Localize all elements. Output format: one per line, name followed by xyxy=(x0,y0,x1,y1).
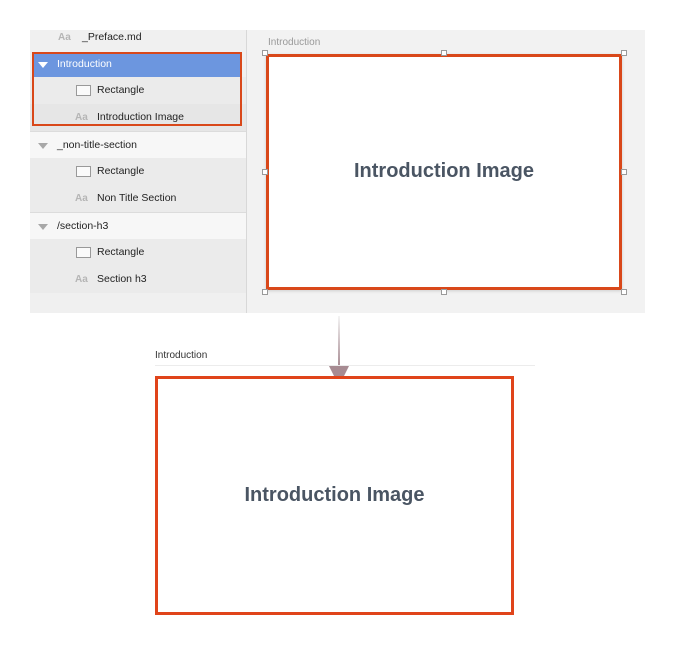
artboard-introduction[interactable]: Introduction Image xyxy=(266,54,622,290)
preview-title-text: Introduction Image xyxy=(244,484,425,506)
layer-label: Introduction Image xyxy=(97,111,184,123)
artboard-label[interactable]: Introduction xyxy=(268,37,321,48)
resize-handle-top-left[interactable] xyxy=(262,50,268,56)
rectangle-icon xyxy=(76,166,91,177)
text-layer-icon: Aa xyxy=(75,193,88,204)
layer-group-section-h3[interactable]: /section-h3 xyxy=(30,212,246,240)
layers-sidebar: Aa _Preface.md Introduction Rectangle Aa… xyxy=(30,30,247,313)
layer-non-title-rectangle[interactable]: Rectangle xyxy=(30,158,246,185)
disclosure-triangle-icon[interactable] xyxy=(38,62,48,68)
layer-intro-rectangle[interactable]: Rectangle xyxy=(30,77,246,104)
resize-handle-top[interactable] xyxy=(441,50,447,56)
preview-introduction-image: Introduction Image xyxy=(155,376,514,615)
layer-label: _non-title-section xyxy=(57,139,137,151)
layer-group-non-title-section[interactable]: _non-title-section xyxy=(30,131,246,159)
resize-handle-bottom-right[interactable] xyxy=(621,289,627,295)
disclosure-triangle-icon[interactable] xyxy=(38,143,48,149)
layer-label: Non Title Section xyxy=(97,192,177,204)
layer-section-h3-rectangle[interactable]: Rectangle xyxy=(30,239,246,266)
text-layer-icon: Aa xyxy=(58,32,71,43)
down-arrow-shaft xyxy=(338,316,340,368)
resize-handle-top-right[interactable] xyxy=(621,50,627,56)
text-layer-icon: Aa xyxy=(75,274,88,285)
layer-label: Section h3 xyxy=(97,273,147,285)
resize-handle-bottom[interactable] xyxy=(441,289,447,295)
app-window: Aa _Preface.md Introduction Rectangle Aa… xyxy=(30,30,645,313)
resize-handle-right[interactable] xyxy=(621,169,627,175)
resize-handle-bottom-left[interactable] xyxy=(262,289,268,295)
resize-handle-left[interactable] xyxy=(262,169,268,175)
layer-non-title-text[interactable]: Aa Non Title Section xyxy=(30,185,246,212)
disclosure-triangle-icon[interactable] xyxy=(38,224,48,230)
layer-label: /section-h3 xyxy=(57,220,109,232)
artboard-title-text: Introduction Image xyxy=(354,160,534,182)
design-canvas[interactable]: Introduction Introduction Image xyxy=(247,30,645,313)
rectangle-icon xyxy=(76,85,91,96)
rectangle-icon xyxy=(76,247,91,258)
layer-label: Rectangle xyxy=(97,165,145,177)
layer-label: Rectangle xyxy=(97,84,145,96)
layer-label: _Preface.md xyxy=(82,31,142,43)
layer-group-introduction[interactable]: Introduction xyxy=(34,52,242,77)
layer-label: Introduction xyxy=(57,58,112,70)
layer-label: Rectangle xyxy=(97,246,145,258)
layer-preface[interactable]: Aa _Preface.md xyxy=(30,30,246,51)
text-layer-icon: Aa xyxy=(75,112,88,123)
preview-section-label: Introduction xyxy=(155,350,208,361)
preview-divider xyxy=(155,365,535,366)
layer-intro-image[interactable]: Aa Introduction Image xyxy=(30,104,246,131)
layer-section-h3-text[interactable]: Aa Section h3 xyxy=(30,266,246,293)
